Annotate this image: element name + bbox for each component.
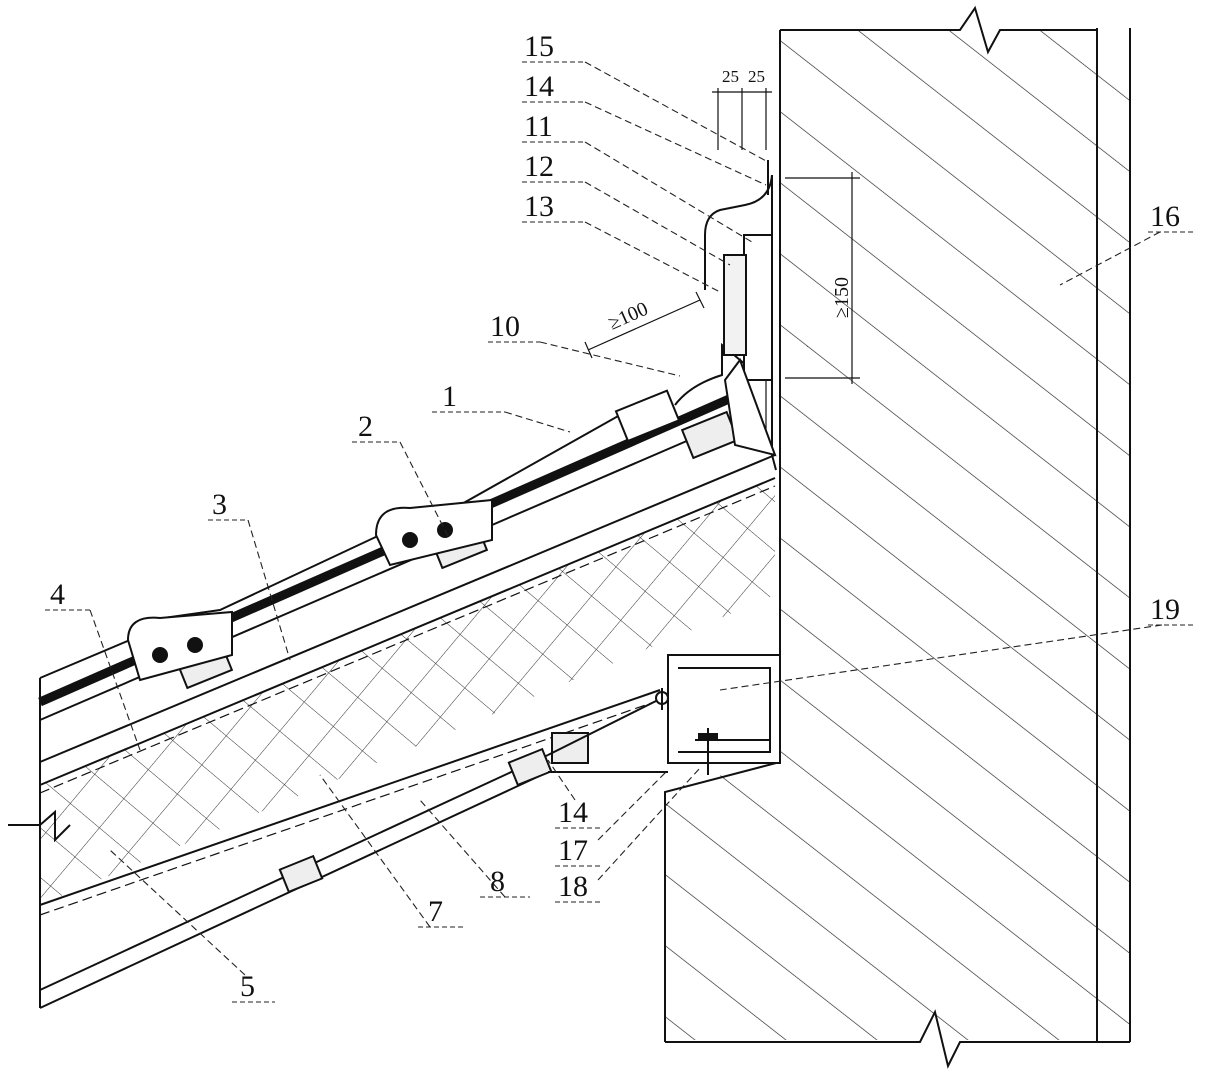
dim-upstand: ≥150	[831, 277, 853, 318]
roof-tiles	[126, 389, 681, 682]
label-14-top: 14	[524, 70, 554, 103]
beam-detail	[547, 654, 781, 775]
label-16: 16	[1150, 200, 1180, 233]
fixing-block-outer	[743, 234, 773, 381]
label-5: 5	[240, 970, 255, 1003]
left-break-line	[8, 809, 71, 843]
label-8: 8	[490, 865, 505, 898]
top-break-line	[780, 5, 1097, 55]
label-3: 3	[212, 488, 227, 521]
callout-labels: 15 14 11 12 13 10 1 2 3 4 5 7 8 14 17 18…	[50, 30, 1180, 1003]
label-13: 13	[524, 190, 554, 223]
dim-overlap: ≥100	[605, 298, 651, 335]
masonry-wall	[664, 5, 1131, 1069]
label-18: 18	[558, 870, 588, 903]
label-underlines	[45, 61, 1195, 1003]
dimension-25-25: 25 25	[712, 67, 772, 150]
label-15: 15	[524, 30, 554, 63]
fixing-block-inner	[723, 254, 747, 356]
label-7: 7	[428, 895, 443, 928]
bottom-break-line	[665, 1009, 1130, 1069]
dim-25-right: 25	[748, 67, 765, 86]
label-2: 2	[358, 410, 373, 443]
dimension-100: ≥100	[584, 291, 705, 359]
label-1: 1	[442, 380, 457, 413]
flashing-assembly	[674, 160, 777, 471]
label-11: 11	[524, 110, 553, 143]
label-12: 12	[524, 150, 554, 183]
label-17: 17	[558, 834, 588, 867]
dim-25-left: 25	[722, 67, 739, 86]
leader-lines	[89, 61, 1163, 976]
label-19: 19	[1150, 593, 1180, 626]
dimension-150: ≥150	[785, 172, 860, 384]
roof-insulation	[40, 478, 775, 905]
label-4: 4	[50, 578, 65, 611]
label-14-bottom: 14	[558, 796, 588, 829]
label-10: 10	[490, 310, 520, 343]
